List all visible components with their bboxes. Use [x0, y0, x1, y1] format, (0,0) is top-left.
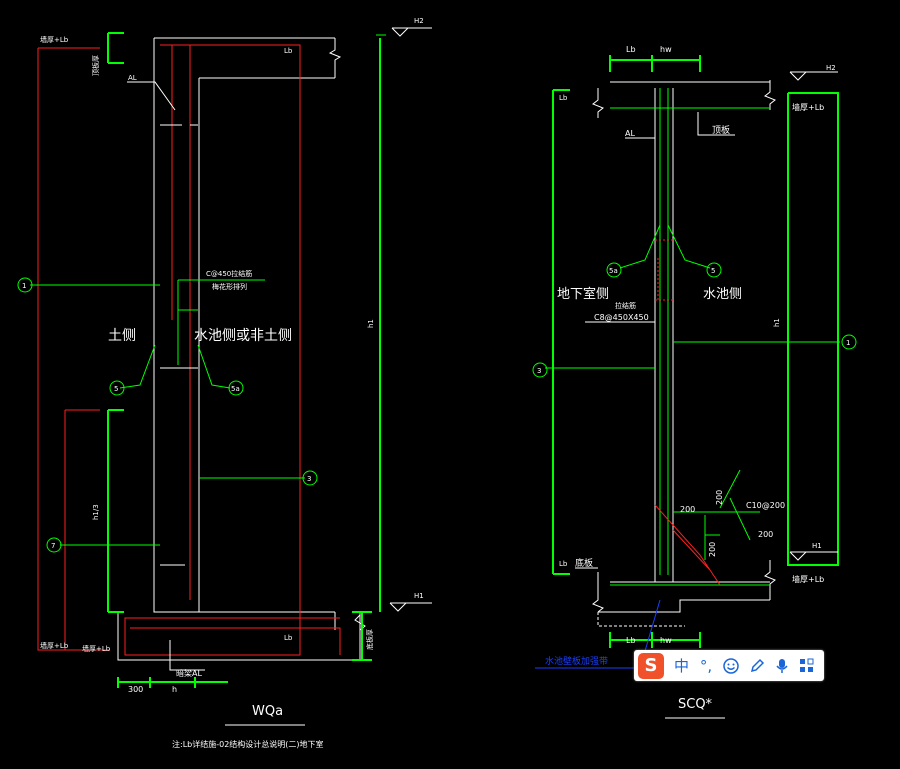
- left-circle-7: 7: [51, 542, 55, 550]
- ime-toolbar[interactable]: S 中 °,: [634, 650, 824, 681]
- left-dim-300: 300: [128, 685, 143, 694]
- grid-menu-icon[interactable]: [799, 656, 814, 676]
- left-circle-5: 5: [114, 385, 118, 393]
- left-h1-marker: H1: [414, 592, 424, 600]
- microphone-icon[interactable]: [775, 656, 789, 676]
- right-wall-lb-bottom: 墙厚+Lb: [792, 574, 824, 584]
- left-h2: H2: [414, 17, 424, 25]
- smiley-icon[interactable]: [723, 656, 739, 676]
- left-bottom-thick: 底板厚: [365, 629, 374, 650]
- left-wall-lb-bottom: 墙厚+Lb: [40, 641, 69, 650]
- left-circle-3: 3: [307, 475, 311, 483]
- left-soil-side: 土侧: [108, 328, 136, 344]
- left-lb-top: Lb: [284, 47, 293, 55]
- right-dim-200b: 200: [708, 542, 717, 557]
- right-al: AL: [625, 129, 635, 138]
- right-dim-200d: 200: [758, 530, 773, 539]
- right-circle-5a: 5a: [609, 267, 618, 275]
- left-circle-5a: 5a: [231, 385, 240, 393]
- left-h1: h1: [367, 319, 375, 328]
- left-labels: 墙厚+Lb 墙厚+Lb 墙厚+Lb 顶板厚 底板厚 Lb Lb AL 暗梁AL …: [22, 17, 424, 719]
- right-c10: C10@200: [746, 501, 785, 510]
- left-title: WQa: [252, 704, 283, 719]
- right-lb-bottom: Lb: [626, 636, 636, 645]
- right-water-side: 水池侧: [703, 287, 742, 302]
- left-lb-bottom: Lb: [284, 634, 293, 642]
- sogou-logo-icon[interactable]: S: [638, 652, 664, 679]
- left-dark-beam: 暗梁AL: [176, 668, 202, 678]
- right-roof: 顶板: [712, 124, 730, 136]
- left-tie-layout: 梅花形排列: [212, 282, 247, 291]
- right-dim-200c: 200: [715, 490, 724, 505]
- right-tie-spec: C8@450X450: [594, 313, 649, 322]
- right-hw-bottom: hw: [660, 636, 672, 645]
- right-circle-3: 3: [537, 367, 541, 375]
- right-wall-drawing: [532, 55, 857, 719]
- right-dim-200a: 200: [680, 505, 695, 514]
- right-floor: 底板: [575, 557, 593, 569]
- right-lb-left-top: Lb: [559, 94, 568, 102]
- pen-icon[interactable]: [749, 656, 765, 676]
- right-basement-side: 地下室侧: [557, 286, 609, 302]
- right-lb-left-bottom: Lb: [559, 560, 568, 568]
- left-al: AL: [128, 74, 137, 82]
- right-title: SCQ*: [678, 697, 713, 712]
- left-wall-lb-bottom2: 墙厚+Lb: [82, 644, 111, 653]
- right-hw-top: hw: [660, 45, 672, 54]
- ime-language-toggle[interactable]: 中: [674, 657, 690, 675]
- left-wall-lb-top: 墙厚+Lb: [40, 35, 69, 44]
- right-circle-1: 1: [846, 339, 850, 347]
- right-waterproof: 水池壁板加强带: [545, 655, 608, 667]
- left-circle-1: 1: [22, 282, 26, 290]
- left-h1-third: h1/3: [92, 504, 100, 520]
- right-circle-5: 5: [711, 267, 715, 275]
- right-labels: Lb hw Lb hw Lb Lb 墙厚+Lb 墙厚+Lb H2 H1 AL 顶…: [537, 45, 850, 712]
- right-h1: H1: [812, 542, 822, 550]
- right-lb-top: Lb: [626, 45, 636, 54]
- left-wall-drawing: [17, 27, 432, 726]
- right-h2: H2: [826, 64, 836, 72]
- ime-punctuation-toggle[interactable]: °,: [699, 656, 713, 675]
- left-hw: h: [172, 685, 177, 694]
- right-tie-bar: 拉结筋: [615, 301, 636, 310]
- left-tie-bar: C@450拉结筋: [206, 269, 252, 278]
- left-water-side: 水池侧或非土侧: [194, 328, 292, 344]
- left-roof-thick: 顶板厚: [91, 55, 100, 76]
- right-h1-label: h1: [773, 318, 781, 327]
- right-wall-lb-top: 墙厚+Lb: [792, 102, 824, 112]
- footnote: 注:Lb详结施-02结构设计总说明(二)地下室: [172, 739, 324, 749]
